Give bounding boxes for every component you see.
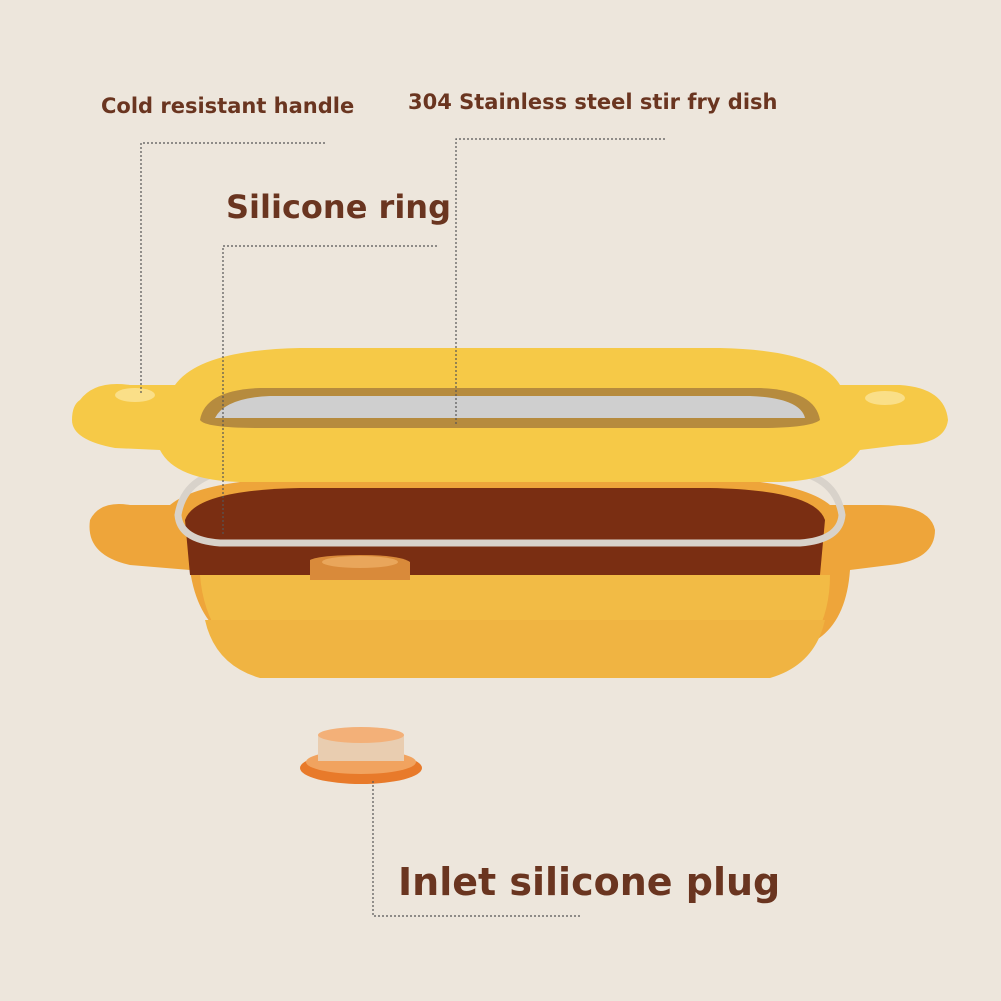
leader-lines <box>140 138 665 917</box>
pan-lid <box>72 348 948 482</box>
label-cold-resistant-handle: Cold resistant handle <box>101 94 355 118</box>
pan-base <box>89 478 935 678</box>
silicone-plug <box>300 727 422 784</box>
label-inlet-silicone-plug: Inlet silicone plug <box>398 860 781 904</box>
label-stainless-steel-dish: 304 Stainless steel stir fry dish <box>408 90 778 114</box>
label-silicone-ring: Silicone ring <box>226 188 451 226</box>
